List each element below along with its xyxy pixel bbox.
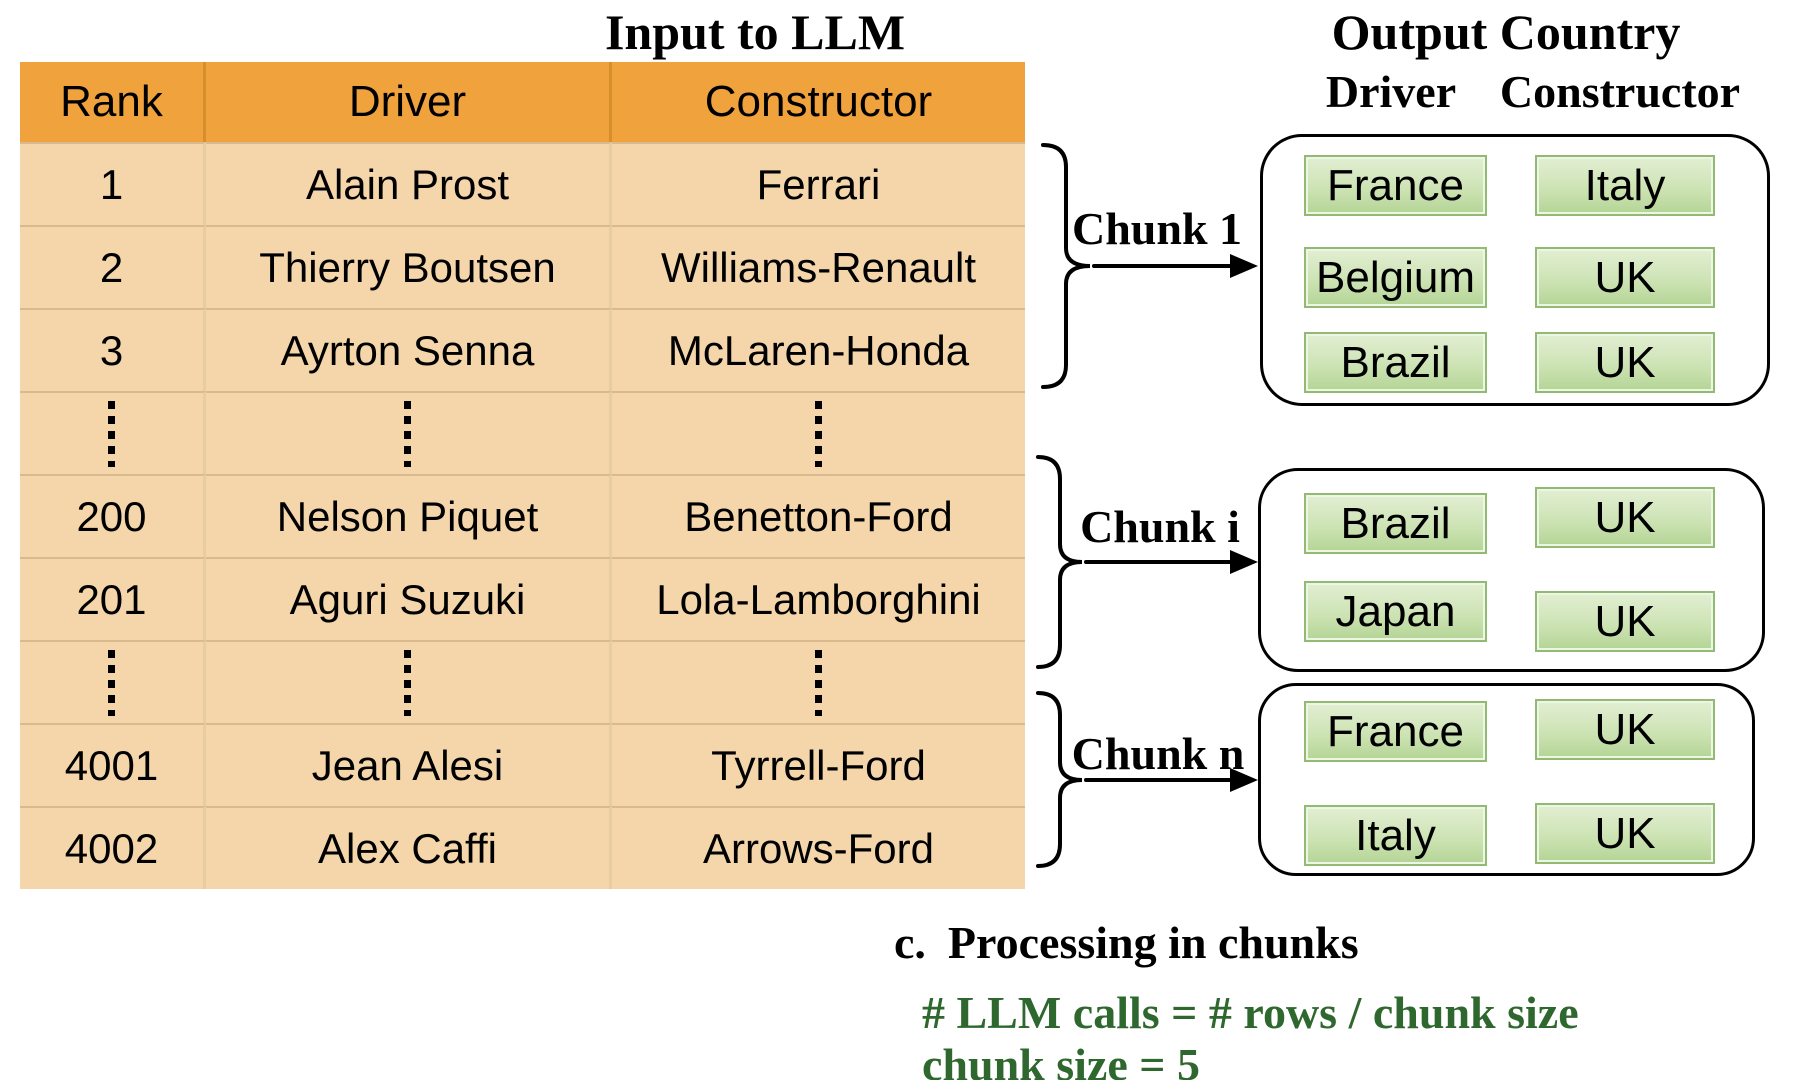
header-constructor: Constructor <box>612 62 1025 142</box>
arrowhead-chunk-i <box>1230 550 1258 574</box>
table-ellipsis-row <box>20 640 1025 723</box>
vertical-ellipsis-icon <box>612 640 1025 723</box>
caption-label: c. <box>894 917 926 968</box>
country-cell: UK <box>1535 247 1715 308</box>
country-cell: Belgium <box>1304 247 1487 308</box>
table-row: 2 Thierry Boutsen Williams-Renault <box>20 225 1025 308</box>
cell-constructor: Benetton-Ford <box>612 474 1025 557</box>
output-constructor-header: Constructor <box>1499 66 1741 117</box>
country-cell: Italy <box>1304 805 1487 866</box>
cell-rank: 4002 <box>20 806 206 889</box>
cell-driver: Jean Alesi <box>206 723 612 806</box>
table-header-row: Rank Driver Constructor <box>20 62 1025 142</box>
cell-driver: Alain Prost <box>206 142 612 225</box>
country-cell: UK <box>1535 699 1715 760</box>
cell-rank: 2 <box>20 225 206 308</box>
table-row: 4002 Alex Caffi Arrows-Ford <box>20 806 1025 889</box>
table-row: 200 Nelson Piquet Benetton-Ford <box>20 474 1025 557</box>
cell-rank: 201 <box>20 557 206 640</box>
cell-driver: Ayrton Senna <box>206 308 612 391</box>
vertical-ellipsis-icon <box>612 391 1025 474</box>
chunk-n-label: Chunk n <box>1071 728 1245 779</box>
table-row: 201 Aguri Suzuki Lola-Lamborghini <box>20 557 1025 640</box>
country-cell: France <box>1304 155 1487 216</box>
brace-chunk-i <box>1036 455 1083 669</box>
cell-rank: 200 <box>20 474 206 557</box>
cell-constructor: Tyrrell-Ford <box>612 723 1025 806</box>
country-cell: UK <box>1535 803 1715 864</box>
chunk-i-output-box: Brazil UK Japan UK <box>1258 468 1765 672</box>
chunk-1-output-box: France Italy Belgium UK Brazil UK <box>1260 134 1770 406</box>
header-driver: Driver <box>206 62 612 142</box>
country-cell: UK <box>1535 591 1715 652</box>
chunk-1-label: Chunk 1 <box>1071 203 1243 254</box>
vertical-ellipsis-icon <box>206 391 612 474</box>
caption-title: Processing in chunks <box>947 917 1359 968</box>
chunk-i-label: Chunk i <box>1080 501 1240 552</box>
cell-constructor: Arrows-Ford <box>612 806 1025 889</box>
formula-llm-calls: # LLM calls = # rows / chunk size <box>922 987 1579 1038</box>
arrowhead-chunk-1 <box>1230 254 1258 278</box>
country-cell: Brazil <box>1304 493 1487 554</box>
country-cell: Italy <box>1535 155 1715 216</box>
brace-chunk-1 <box>1041 143 1091 389</box>
input-table: Rank Driver Constructor 1 Alain Prost Fe… <box>20 62 1025 889</box>
cell-constructor: Williams-Renault <box>612 225 1025 308</box>
output-driver-header: Driver <box>1325 66 1457 117</box>
figure-caption: c. Processing in chunks <box>894 916 1359 969</box>
formula-chunk-size: chunk size = 5 <box>922 1039 1200 1080</box>
cell-constructor: McLaren-Honda <box>612 308 1025 391</box>
cell-constructor: Ferrari <box>612 142 1025 225</box>
vertical-ellipsis-icon <box>206 640 612 723</box>
cell-driver: Aguri Suzuki <box>206 557 612 640</box>
country-cell: France <box>1304 701 1487 762</box>
input-to-llm-title: Input to LLM <box>604 4 906 60</box>
header-rank: Rank <box>20 62 206 142</box>
cell-rank: 1 <box>20 142 206 225</box>
table-ellipsis-row <box>20 391 1025 474</box>
country-cell: UK <box>1535 332 1715 393</box>
chunk-n-output-box: France UK Italy UK <box>1258 683 1755 876</box>
output-country-title: Output Country <box>1331 4 1681 60</box>
country-cell: Japan <box>1304 581 1487 642</box>
cell-driver: Thierry Boutsen <box>206 225 612 308</box>
cell-rank: 4001 <box>20 723 206 806</box>
cell-constructor: Lola-Lamborghini <box>612 557 1025 640</box>
table-row: 3 Ayrton Senna McLaren-Honda <box>20 308 1025 391</box>
cell-driver: Nelson Piquet <box>206 474 612 557</box>
vertical-ellipsis-icon <box>20 640 206 723</box>
table-row: 4001 Jean Alesi Tyrrell-Ford <box>20 723 1025 806</box>
country-cell: UK <box>1535 487 1715 548</box>
cell-driver: Alex Caffi <box>206 806 612 889</box>
cell-rank: 3 <box>20 308 206 391</box>
country-cell: Brazil <box>1304 332 1487 393</box>
vertical-ellipsis-icon <box>20 391 206 474</box>
table-row: 1 Alain Prost Ferrari <box>20 142 1025 225</box>
